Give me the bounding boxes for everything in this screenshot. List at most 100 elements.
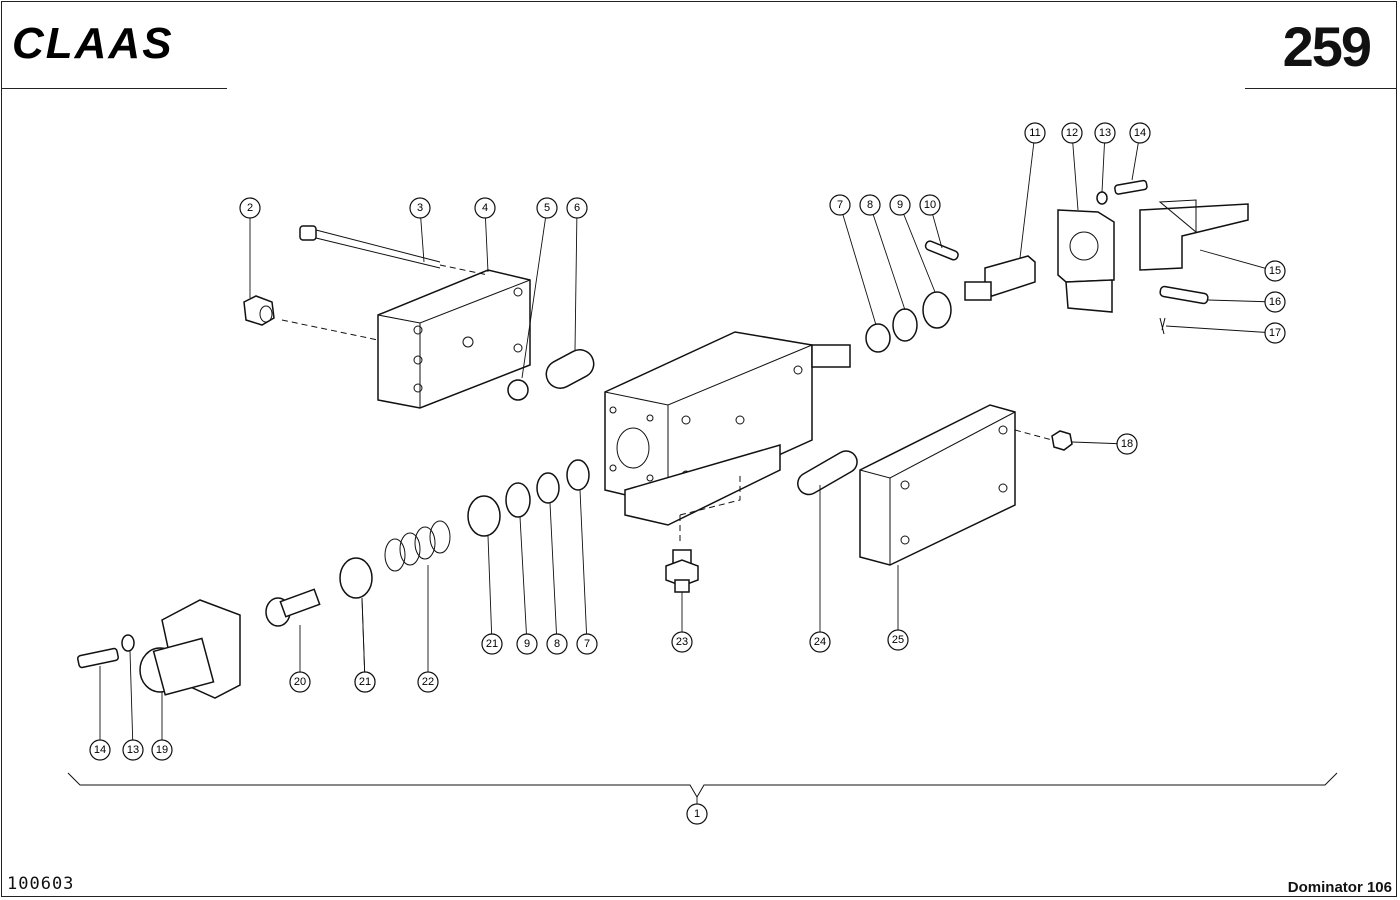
callout-label: 11 [1029, 127, 1040, 139]
callout-23: 23 [671, 631, 693, 653]
assembly-brace [67, 772, 1338, 798]
callout-14: 14 [1129, 122, 1151, 144]
doc-number: 100603 [7, 874, 75, 894]
callout-24: 24 [809, 631, 831, 653]
callout-label: 13 [1099, 127, 1111, 139]
callout-label: 10 [924, 199, 936, 211]
callout-9: 9 [516, 633, 538, 655]
part-pin-10 [924, 240, 959, 261]
callout-21: 21 [354, 671, 376, 693]
callout-label: 23 [676, 636, 688, 648]
callout-11: 11 [1024, 122, 1046, 144]
callout-circle [417, 671, 439, 693]
callout-circle [122, 739, 144, 761]
callout-circle [516, 633, 538, 655]
callout-circle [809, 631, 831, 653]
leader-line [579, 489, 588, 645]
page-number: 259 [1282, 15, 1372, 78]
part-ring-8-lower [536, 472, 560, 504]
callout-label: 4 [482, 202, 488, 214]
part-seal-5 [507, 379, 529, 401]
part-long-bolt [299, 225, 441, 269]
part-housing-19 [139, 599, 241, 699]
callout-circle [686, 803, 708, 825]
leader-line [574, 207, 578, 351]
leader-line [549, 502, 558, 645]
part-fitting-23 [665, 549, 699, 593]
callout-5: 5 [536, 197, 558, 219]
callout-label: 5 [544, 202, 550, 214]
part-fitting [243, 295, 275, 326]
brand-text: CLAAS [12, 20, 174, 64]
callout-label: 2 [247, 202, 253, 214]
leader-line [1199, 249, 1276, 272]
leader-line [839, 204, 877, 326]
callout-circle [859, 194, 881, 216]
callout-label: 21 [486, 638, 498, 650]
part-bracket-15 [1139, 199, 1249, 271]
leader-line [487, 535, 493, 645]
callout-circle [887, 629, 909, 651]
part-pin-16 [1159, 285, 1209, 305]
part-bushing-21-right [467, 495, 501, 537]
callout-circle [829, 194, 851, 216]
callout-9: 9 [889, 194, 911, 216]
callout-label: 19 [156, 744, 168, 756]
leader-line [484, 207, 489, 273]
callout-13: 13 [122, 739, 144, 761]
callout-15: 15 [1264, 260, 1286, 282]
callout-circle [1264, 291, 1286, 313]
part-ring-7-upper [865, 323, 891, 353]
callout-label: 17 [1269, 327, 1281, 339]
part-lever-11 [964, 255, 1036, 301]
part-ring-8-upper [892, 308, 918, 342]
part-seal-6 [545, 349, 595, 389]
part-spring-22 [384, 520, 451, 572]
model-name: Dominator 106 [1287, 879, 1392, 896]
callout-label: 14 [94, 744, 106, 756]
part-washer-13-lower [121, 634, 135, 652]
callout-circle [1061, 122, 1083, 144]
callout-7: 7 [829, 194, 851, 216]
callout-7: 7 [576, 633, 598, 655]
part-seal-24 [797, 450, 858, 496]
callout-label: 8 [554, 638, 560, 650]
callout-label: 22 [422, 676, 434, 688]
leader-line [1071, 132, 1079, 211]
callout-circle [546, 633, 568, 655]
part-screw-20 [265, 588, 321, 627]
part-ring-9-upper [922, 291, 952, 329]
header-rule-right [1245, 88, 1397, 89]
callout-label: 7 [584, 638, 590, 650]
callout-circle [481, 633, 503, 655]
callout-label: 15 [1269, 265, 1281, 277]
callout-label: 16 [1269, 296, 1281, 308]
callout-21: 21 [481, 633, 503, 655]
callout-label: 3 [417, 202, 423, 214]
part-right-plate [859, 404, 1016, 566]
callout-circle [1024, 122, 1046, 144]
leader-line [899, 204, 936, 293]
callout-1: 1 [686, 803, 708, 825]
callout-circle [1264, 260, 1286, 282]
callout-label: 20 [294, 676, 306, 688]
part-bolt-14-upper [1114, 179, 1148, 195]
callout-label: 13 [127, 744, 139, 756]
callout-label: 8 [867, 199, 873, 211]
callout-circle [889, 194, 911, 216]
callout-circle [1264, 322, 1286, 344]
callout-17: 17 [1264, 322, 1286, 344]
callout-circle [151, 739, 173, 761]
callout-label: 21 [359, 676, 371, 688]
callout-label: 6 [574, 202, 580, 214]
callout-label: 24 [814, 636, 826, 648]
part-bracket-12 [1057, 209, 1115, 313]
callout-18: 18 [1116, 433, 1138, 455]
callout-circle [1129, 122, 1151, 144]
callout-label: 25 [892, 634, 904, 646]
callout-25: 25 [887, 629, 909, 651]
callout-13: 13 [1094, 122, 1116, 144]
leader-line [869, 204, 906, 311]
